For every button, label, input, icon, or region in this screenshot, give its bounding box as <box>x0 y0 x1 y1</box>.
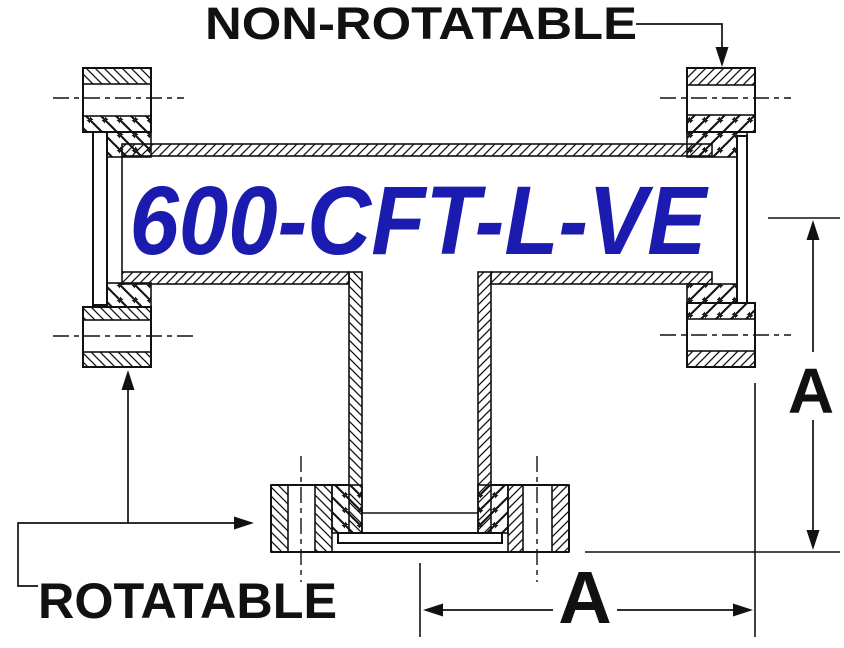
bottom-flange-inner-band-left <box>314 484 333 553</box>
leader-rotatable <box>17 370 254 587</box>
right-flange-face-plate <box>736 135 748 304</box>
vertical-tube-wall-right <box>477 271 492 534</box>
left-flange-hub-top <box>106 131 152 158</box>
horizontal-tube-wall-bottom-right <box>490 271 713 285</box>
arrow-down-icon <box>715 47 729 67</box>
bottom-flange <box>270 484 570 553</box>
arrow-up-icon <box>806 220 820 240</box>
left-flange-rotatable-plate <box>92 131 108 306</box>
dimension-vertical-A <box>585 217 840 553</box>
arrow-right-icon <box>733 603 753 617</box>
centerlines <box>53 97 791 582</box>
left-flange <box>82 67 152 368</box>
arrow-up-icon <box>121 370 135 390</box>
bottom-flange-rotatable-plate <box>337 532 503 544</box>
dimension-label-vertical: A <box>788 355 834 427</box>
horizontal-tube-wall-bottom-left <box>121 271 350 285</box>
bottom-flange-inner-band-right <box>507 484 524 553</box>
bottom-flange-outer-band-left <box>270 484 289 553</box>
non-rotatable-label: NON-ROTATABLE <box>205 0 637 49</box>
arrow-left-icon <box>423 603 443 617</box>
left-flange-hub-bottom <box>106 282 152 308</box>
bottom-flange-outer-band-right <box>551 484 570 553</box>
rotatable-label: ROTATABLE <box>38 573 337 629</box>
vertical-tube-wall-left <box>348 271 363 534</box>
leader-non-rotatable <box>636 23 729 67</box>
arrow-right-icon <box>234 516 254 530</box>
dimension-label-horizontal: A <box>558 556 611 639</box>
part-number-label: 600-CFT-L-VE <box>130 166 710 275</box>
arrow-down-icon <box>806 530 820 550</box>
horizontal-tube-wall-top <box>121 143 713 157</box>
vertical-tube <box>348 271 492 534</box>
dimension-horizontal-A <box>419 383 756 637</box>
horizontal-tube <box>121 143 713 285</box>
